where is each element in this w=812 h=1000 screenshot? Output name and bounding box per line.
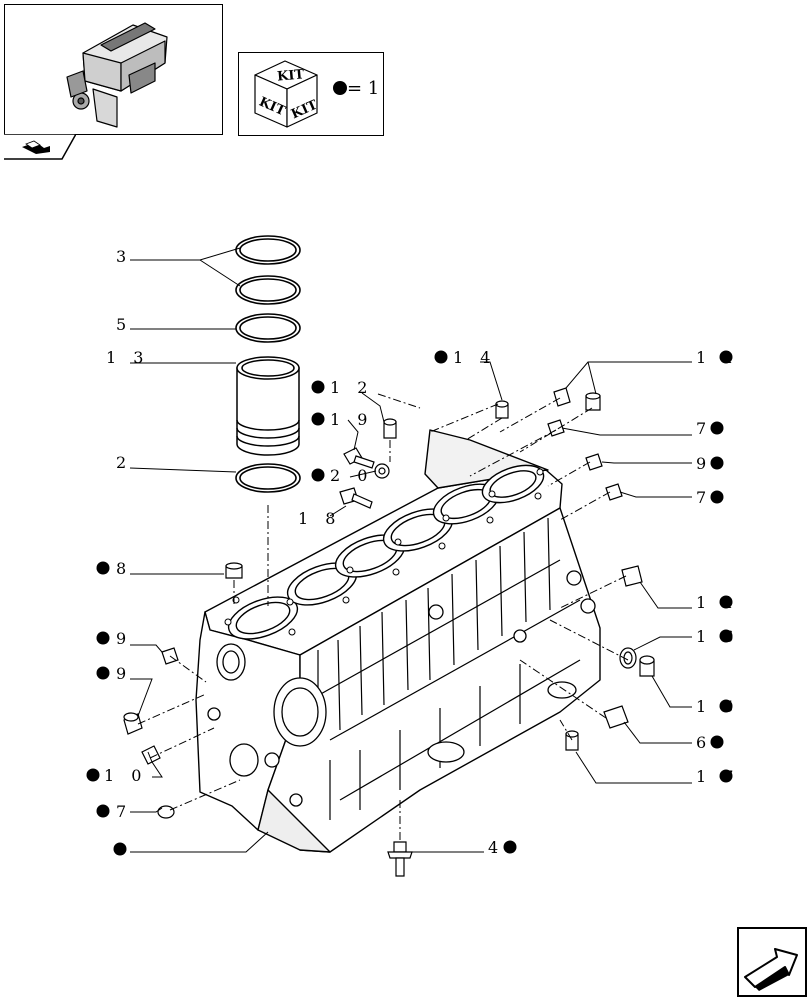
cylinder-liner — [236, 356, 300, 456]
callout-8: 8 — [116, 559, 132, 578]
deck-bolt-holes — [224, 468, 544, 636]
callout-16: 1 6 — [696, 627, 739, 646]
engine-thumbnail-image — [66, 22, 168, 128]
callout-19: 1 9 — [330, 410, 373, 429]
next-page-button[interactable] — [737, 927, 807, 997]
kit-equals-label: = 1 — [347, 78, 379, 99]
callout-11a: 1 1 — [696, 348, 739, 367]
callout-4: 4 — [488, 838, 504, 857]
callout-20: 2 0 — [330, 466, 373, 485]
piston-rings — [235, 235, 301, 493]
kit-cube-icon: KIT KIT KIT = 1 — [254, 60, 379, 128]
block-side-ribs — [309, 517, 581, 820]
callout-9a: 9 — [116, 629, 132, 648]
callout-10: 1 0 — [104, 766, 147, 785]
callout-3: 3 — [116, 247, 132, 266]
block-front-features — [207, 570, 596, 807]
callout-7c: 7 — [696, 488, 712, 507]
plugs-and-dowels — [123, 387, 655, 819]
callout-7a: 7 — [116, 802, 132, 821]
callout-14: 1 4 — [453, 348, 496, 367]
bolts — [339, 447, 413, 877]
kit-legend: KIT KIT KIT = 1 — [238, 52, 384, 136]
callout-9c: 9 — [696, 454, 712, 473]
callout-labels: 3 5 1 3 2 1 4 1 2 1 9 2 0 1 8 8 9 9 1 0 … — [104, 247, 739, 857]
kit-top-label: KIT — [277, 67, 306, 84]
centre-lines — [137, 393, 629, 840]
callout-9b: 9 — [116, 664, 132, 683]
cylinder-block — [195, 429, 601, 853]
callout-13: 1 3 — [106, 348, 149, 367]
callout-18: 1 8 — [298, 509, 341, 528]
kit-bullet-icon — [333, 81, 347, 95]
callout-11b: 1 1 — [696, 593, 739, 612]
callout-6: 6 — [696, 733, 712, 752]
leader-lines — [129, 247, 692, 853]
engine-arrow-icon — [22, 140, 50, 154]
callout-15: 1 5 — [696, 697, 739, 716]
callout-2: 2 — [116, 453, 132, 472]
callout-7b: 7 — [696, 419, 712, 438]
callout-bullets — [86, 350, 733, 856]
callout-17: 1 7 — [696, 767, 739, 786]
engine-thumbnail[interactable] — [4, 4, 223, 135]
thumbnail-tab[interactable] — [4, 134, 76, 160]
callout-5: 5 — [116, 315, 132, 334]
cylinder-bores — [227, 464, 545, 640]
callout-12: 1 2 — [330, 378, 373, 397]
arrow-right-icon — [744, 948, 798, 991]
